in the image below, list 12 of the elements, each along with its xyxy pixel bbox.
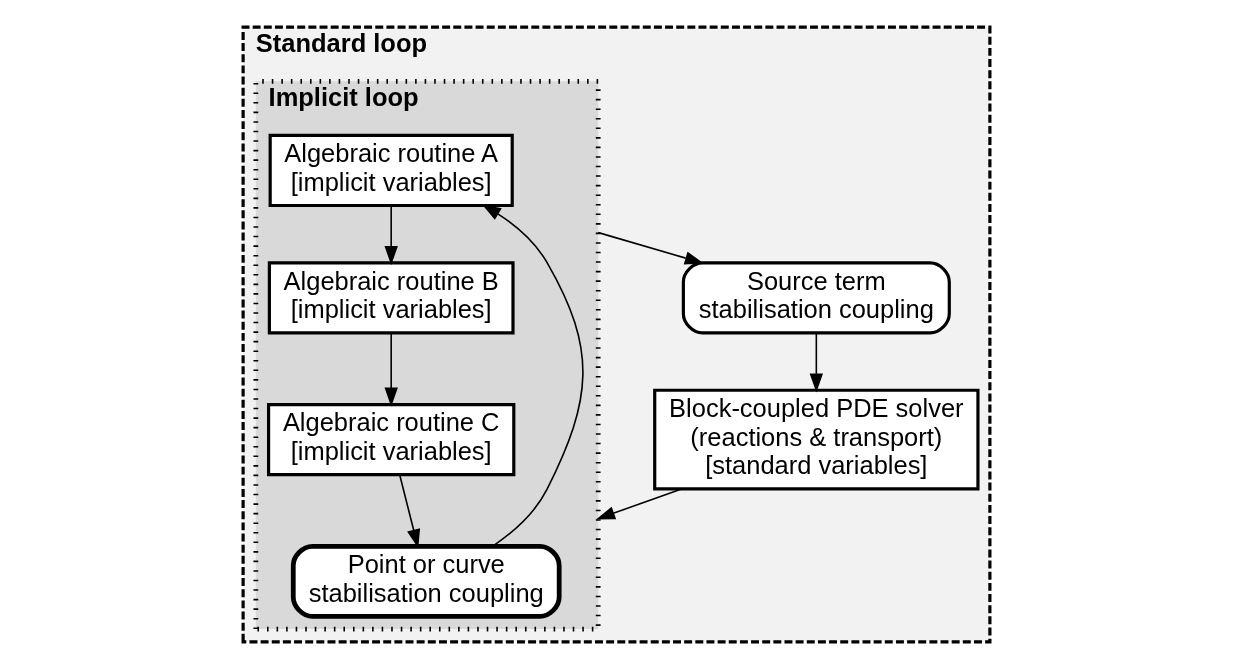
arrow <box>384 332 398 407</box>
node-box: Algebraic routine A [implicit variables] <box>268 133 514 208</box>
node-box: Source term stabilisation coupling <box>681 261 951 335</box>
arrow <box>384 205 398 266</box>
arrow <box>597 231 704 265</box>
arrow <box>809 332 824 393</box>
node-box: Point or curve stabilisation coupling <box>290 543 562 619</box>
arrow <box>481 204 584 547</box>
node-box: Block-coupled PDE solver (reactions & transport) [standard variables] <box>653 388 980 491</box>
node-box: Algebraic routine C [implicit variables] <box>267 402 516 477</box>
arrow <box>595 488 683 520</box>
node-box: Algebraic routine B [implicit variables] <box>267 261 515 335</box>
